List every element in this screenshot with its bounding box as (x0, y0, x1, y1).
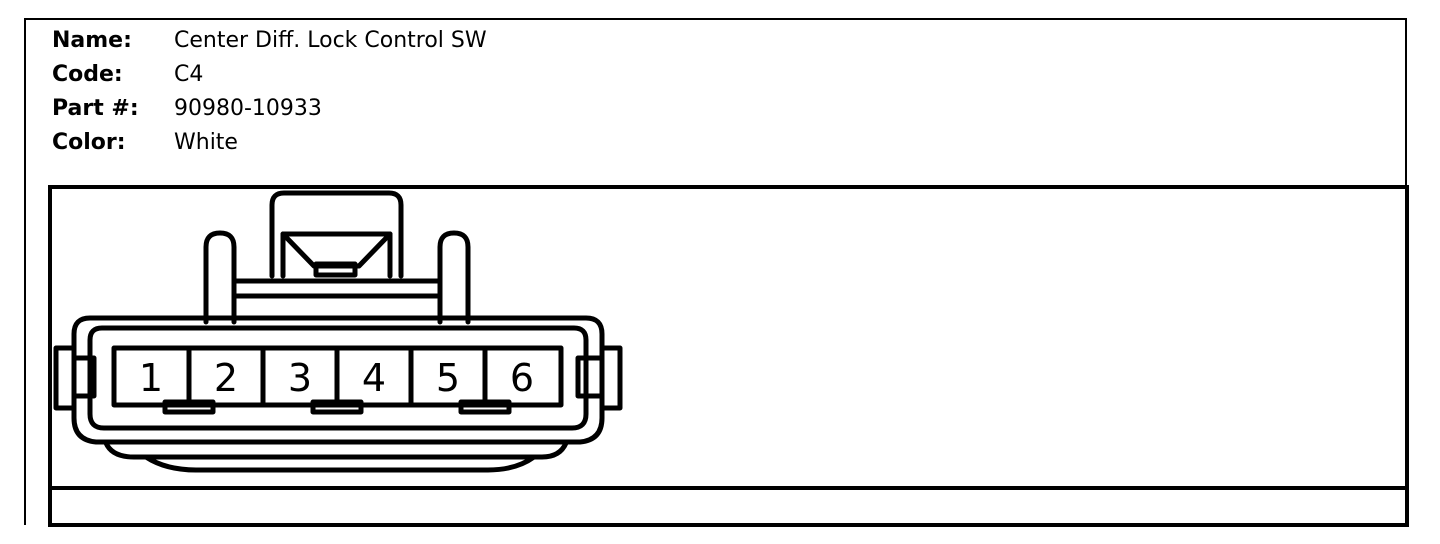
right-arm (437, 230, 471, 325)
connector-diagram-box (48, 185, 1409, 527)
key-tab (162, 399, 216, 415)
latch-outer (269, 190, 404, 279)
housing-base (143, 454, 537, 473)
part-value: 90980-10933 (174, 96, 322, 121)
code-label: Code: (52, 62, 123, 87)
part-label: Part #: (52, 96, 139, 121)
name-value: Center Diff. Lock Control SW (174, 28, 487, 53)
left-arm (203, 230, 237, 325)
left-side-tab (53, 345, 77, 411)
latch-shelf (231, 278, 443, 299)
housing-inner (87, 325, 589, 431)
pin-label: 2 (214, 356, 238, 400)
right-side-tab (599, 345, 623, 411)
left-side-tab-inner (71, 355, 97, 399)
right-side-tab-inner (575, 355, 605, 399)
key-tab (310, 399, 364, 415)
latch-chevron (280, 231, 393, 269)
color-label: Color: (52, 130, 126, 155)
housing-bottom (103, 440, 569, 460)
housing-outer (71, 315, 605, 445)
pin-label: 4 (362, 356, 386, 400)
latch-inner (280, 231, 393, 279)
pin-label: 5 (436, 356, 460, 400)
name-label: Name: (52, 28, 132, 53)
pin-label: 3 (288, 356, 312, 400)
latch-tab (313, 261, 358, 278)
key-tab (458, 399, 512, 415)
code-value: C4 (174, 62, 204, 87)
pin-label: 1 (139, 356, 163, 400)
pin-label: 6 (510, 356, 534, 400)
color-value: White (174, 130, 238, 155)
diagram-divider (48, 486, 1409, 490)
